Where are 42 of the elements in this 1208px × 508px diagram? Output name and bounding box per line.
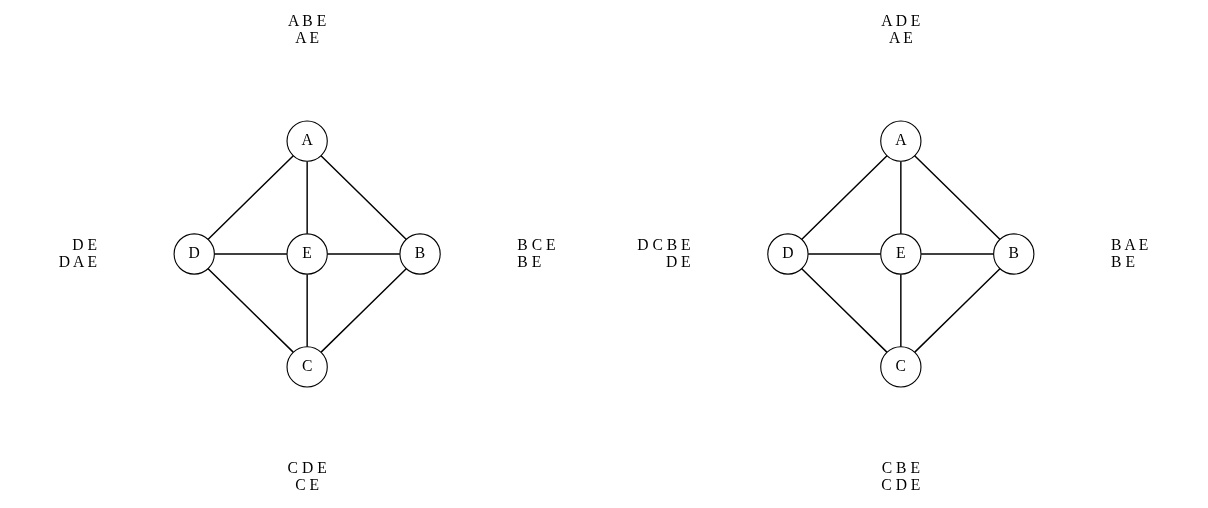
node-circle: B xyxy=(399,233,441,275)
node-circle: C xyxy=(286,346,328,388)
node-label: D E xyxy=(72,235,97,253)
connector xyxy=(213,253,288,255)
connector xyxy=(207,267,294,353)
connector xyxy=(914,267,1001,353)
node-circle: E xyxy=(880,233,922,275)
connector xyxy=(920,253,995,255)
node-label: B A E xyxy=(1111,235,1149,253)
node-label: A D E xyxy=(881,12,921,30)
node-circle: D xyxy=(767,233,809,275)
node-circle: C xyxy=(880,346,922,388)
connector xyxy=(326,253,401,255)
node-label: B C E xyxy=(517,235,556,253)
node-label: A E xyxy=(888,28,913,46)
connector xyxy=(320,267,407,353)
connector xyxy=(900,160,902,235)
connector xyxy=(320,155,407,240)
node-label: A E xyxy=(295,28,320,46)
node-circle: A xyxy=(286,120,328,162)
connector xyxy=(913,155,1001,240)
connector xyxy=(306,160,308,235)
connector xyxy=(801,267,888,353)
node-label: D A E xyxy=(58,252,97,270)
node-label: D E xyxy=(665,252,691,270)
node-circle: E xyxy=(286,233,328,275)
node-label: C B E xyxy=(881,459,920,477)
connector xyxy=(306,273,308,348)
connector xyxy=(801,155,888,240)
node-circle: B xyxy=(993,233,1035,275)
node-label: C D E xyxy=(881,476,921,494)
connector xyxy=(900,273,902,348)
node-label: D C B E xyxy=(637,235,691,253)
connector xyxy=(807,253,882,255)
connector xyxy=(207,155,295,240)
node-label: C D E xyxy=(287,459,327,477)
node-label: B E xyxy=(517,252,542,270)
node-circle: D xyxy=(173,233,215,275)
node-label: A B E xyxy=(288,12,327,30)
node-circle: A xyxy=(880,120,922,162)
node-label: C E xyxy=(295,476,320,494)
node-label: B E xyxy=(1111,252,1135,270)
